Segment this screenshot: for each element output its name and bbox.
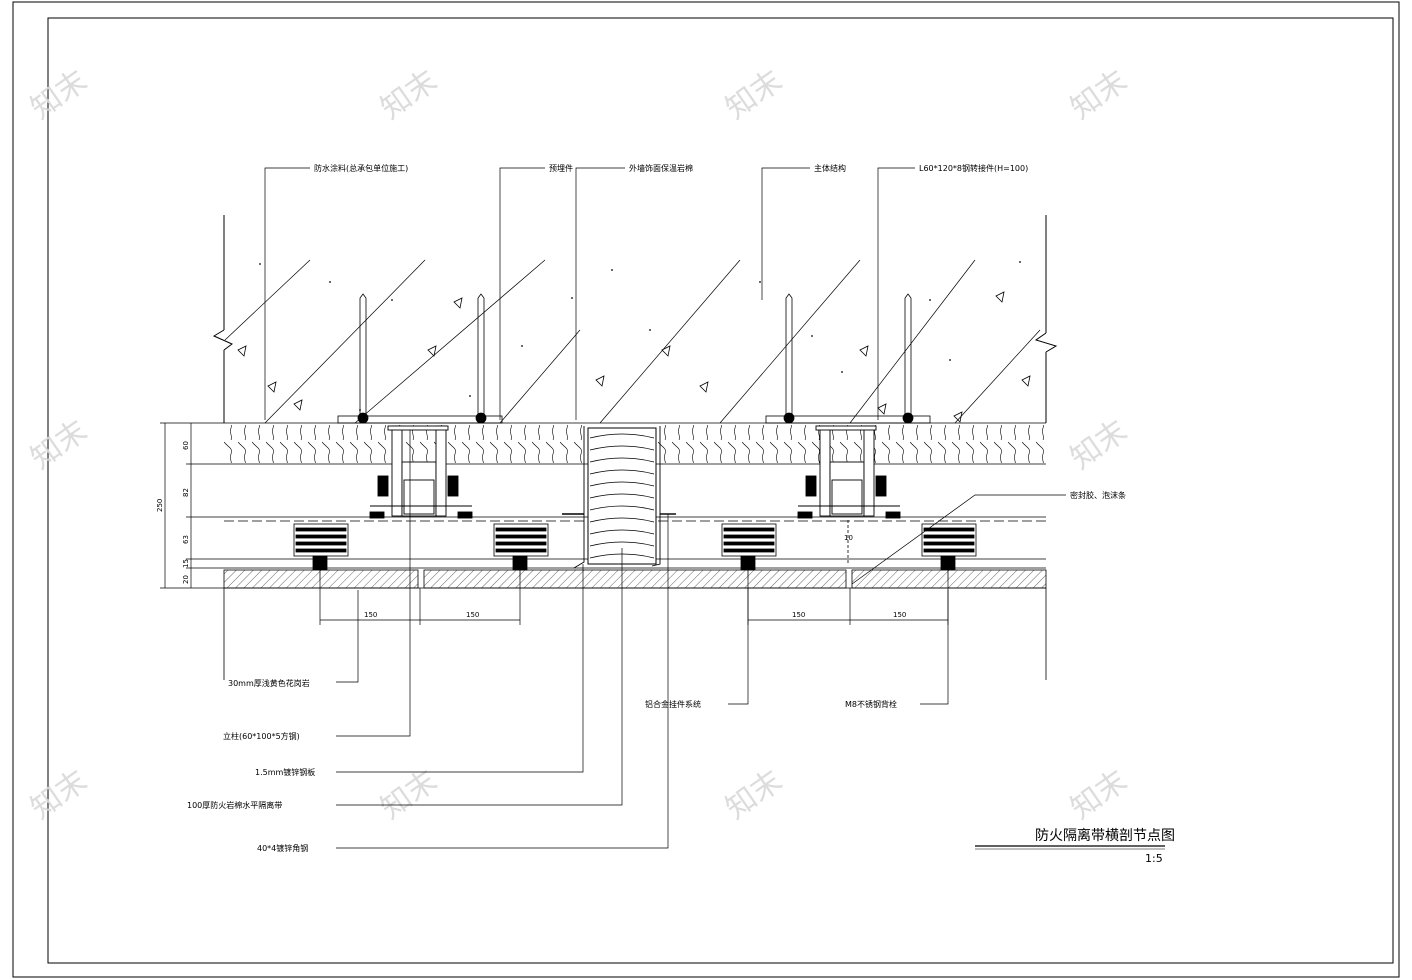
label-exterior-insulation: 外墙饰面保温岩棉: [629, 163, 693, 173]
label-sealant: 密封胶、泡沫条: [1070, 490, 1126, 500]
dim-layer: 63: [182, 535, 190, 544]
label-waterproof-coating: 防水涂料(总承包单位施工): [314, 163, 408, 173]
steel-frames: [369, 425, 901, 519]
watermark: 知末: [25, 63, 94, 126]
hanger: [921, 523, 977, 580]
watermark: 知末: [25, 763, 94, 826]
label-column: 立柱(60*100*5方钢): [223, 731, 300, 741]
right-leader: [851, 494, 1066, 585]
wall-insulation: [224, 425, 1046, 463]
vertical-dimensions: [160, 422, 224, 589]
inner-frame: [47, 17, 1394, 964]
watermark: 知末: [720, 763, 789, 826]
bottom-leaders: [336, 430, 949, 849]
label-main-structure: 主体结构: [814, 163, 846, 173]
dim-spacing: 150: [466, 611, 479, 619]
watermark: 知末: [1065, 413, 1134, 476]
watermark: 知末: [375, 763, 444, 826]
top-leaders: [264, 167, 915, 420]
anchor-bolt: [902, 293, 914, 424]
dimension-texts: 250 60 82 63 15 20 10: [156, 441, 853, 584]
embedded-anchors: [337, 293, 931, 424]
label-galvanized-sheet: 1.5mm镀锌钢板: [255, 767, 315, 777]
right-column: [797, 425, 901, 519]
anchor-bolt: [357, 293, 369, 424]
granite-panel: [223, 569, 419, 589]
left-column: [369, 425, 473, 519]
label-granite: 30mm厚浅黄色花岗岩: [228, 678, 310, 688]
top-label-texts: 防水涂料(总承包单位施工) 预埋件 外墙饰面保温岩棉 主体结构 L60*120*…: [314, 163, 1028, 173]
watermark: 知末: [25, 413, 94, 476]
label-embedded-part: 预埋件: [549, 163, 573, 173]
dim-layer: 60: [182, 441, 190, 450]
dim-spacing: 150: [364, 611, 377, 619]
label-aluminium-hanger: 铝合金挂件系统: [645, 699, 701, 709]
watermark: 知末: [720, 63, 789, 126]
anchor-bolt: [783, 293, 795, 424]
label-fire-barrier: 100厚防火岩棉水平隔离带: [187, 800, 282, 810]
bottom-label-texts: 30mm厚浅黄色花岗岩 立柱(60*100*5方钢) 1.5mm镀锌钢板 100…: [187, 678, 897, 853]
watermark: 知末: [375, 63, 444, 126]
granite-panels: [223, 520, 1047, 589]
dim-spacing: 150: [792, 611, 805, 619]
drawing-title: 防火隔离带横剖节点图: [1035, 827, 1175, 844]
dim-layer: 15: [182, 559, 190, 568]
granite-panel: [851, 569, 1047, 589]
spacing-texts: 150 150 150 150: [364, 611, 906, 619]
drawing-scale: 1:5: [1145, 852, 1163, 865]
dim-layer: 82: [182, 488, 190, 497]
dim-total: 250: [156, 499, 164, 512]
label-angle-steel: 40*4镀锌角钢: [257, 843, 308, 853]
granite-panel: [423, 569, 847, 589]
dim-layer: 20: [182, 575, 190, 584]
hanger: [493, 523, 549, 580]
anchor-bolt: [475, 293, 487, 424]
outer-frame: [12, 1, 1400, 978]
title-block: 防火隔离带横剖节点图 1:5: [975, 827, 1175, 865]
horizontal-dimensions: [319, 580, 949, 625]
dim-spacing: 150: [893, 611, 906, 619]
dim-joint: 10: [844, 534, 853, 542]
watermark: 知末: [1065, 63, 1134, 126]
firebreak-rockwool: [562, 426, 676, 569]
hanger: [721, 523, 777, 580]
watermark: 知末: [1065, 763, 1134, 826]
concrete-structure: [212, 215, 1058, 424]
label-stainless-bolt: M8不锈钢背栓: [845, 699, 897, 709]
label-steel-adapter: L60*120*8钢转接件(H=100): [919, 163, 1028, 173]
